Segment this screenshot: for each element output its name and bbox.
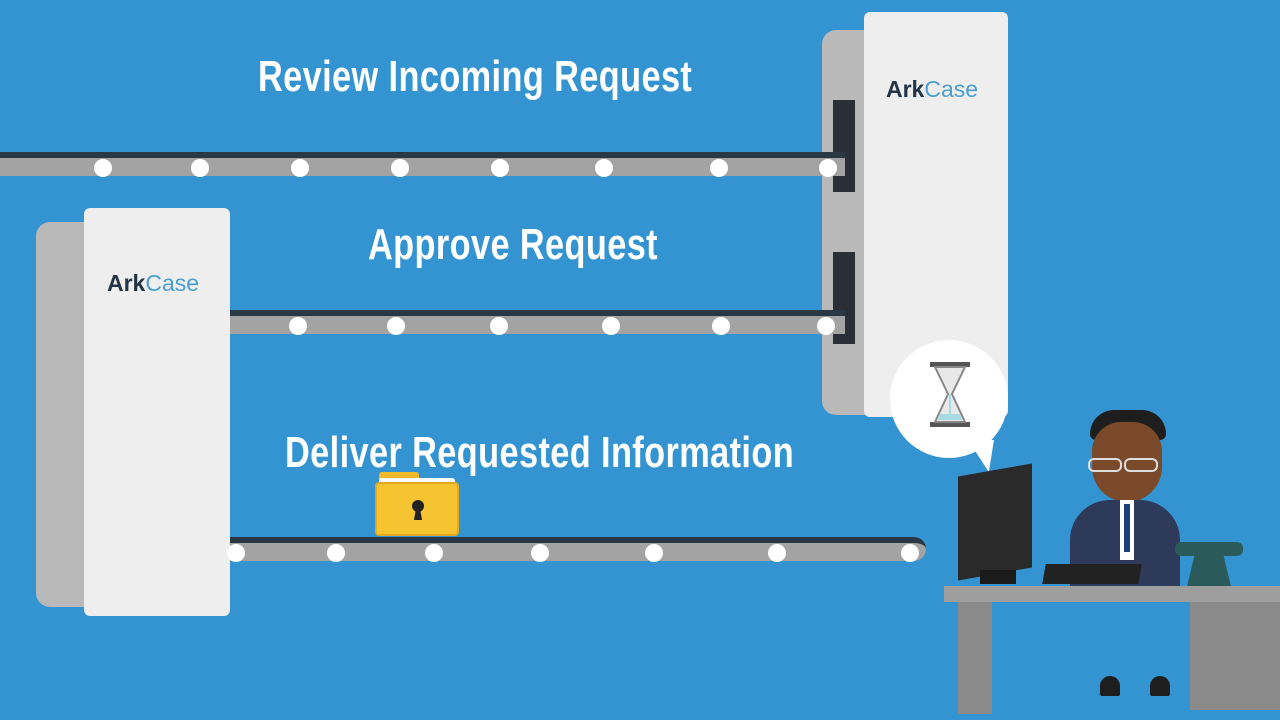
left-server: [84, 208, 230, 616]
logo-text: Ark: [107, 270, 146, 296]
belt-roller: [645, 544, 663, 562]
belt-slot: [833, 100, 855, 192]
belt-roller: [819, 159, 837, 177]
belt-roller: [817, 317, 835, 335]
conveyor-belt-review: [0, 152, 845, 177]
arkcase-logo-left: ArkCase: [107, 270, 199, 297]
arkcase-logo-right: ArkCase: [886, 76, 978, 103]
step-approve-title: Approve Request: [368, 220, 659, 269]
belt-roller: [425, 544, 443, 562]
belt-roller: [531, 544, 549, 562]
belt-roller: [768, 544, 786, 562]
logo-text: Case: [924, 76, 979, 102]
belt-roller: [387, 317, 405, 335]
logo-text: Ark: [886, 76, 925, 102]
belt-roller: [595, 159, 613, 177]
step-review-title: Review Incoming Request: [258, 52, 693, 101]
belt-roller: [712, 317, 730, 335]
locked-folder-icon: [375, 470, 459, 536]
belt-roller: [901, 544, 919, 562]
belt-roller: [289, 317, 307, 335]
belt-roller: [491, 159, 509, 177]
belt-roller: [602, 317, 620, 335]
belt-roller: [327, 544, 345, 562]
hourglass-icon: [930, 362, 970, 427]
belt-roller: [710, 159, 728, 177]
belt-roller: [191, 159, 209, 177]
conveyor-belt-deliver: [227, 537, 926, 562]
belt-roller: [291, 159, 309, 177]
keyhole-icon: [412, 500, 424, 512]
step-deliver-title: Deliver Requested Information: [285, 428, 795, 477]
conveyor-belt-approve: [230, 310, 845, 335]
belt-roller: [227, 544, 245, 562]
belt-roller: [94, 159, 112, 177]
belt-roller: [391, 159, 409, 177]
office-worker-illustration: [940, 400, 1280, 720]
belt-roller: [490, 317, 508, 335]
logo-text: Case: [145, 270, 200, 296]
